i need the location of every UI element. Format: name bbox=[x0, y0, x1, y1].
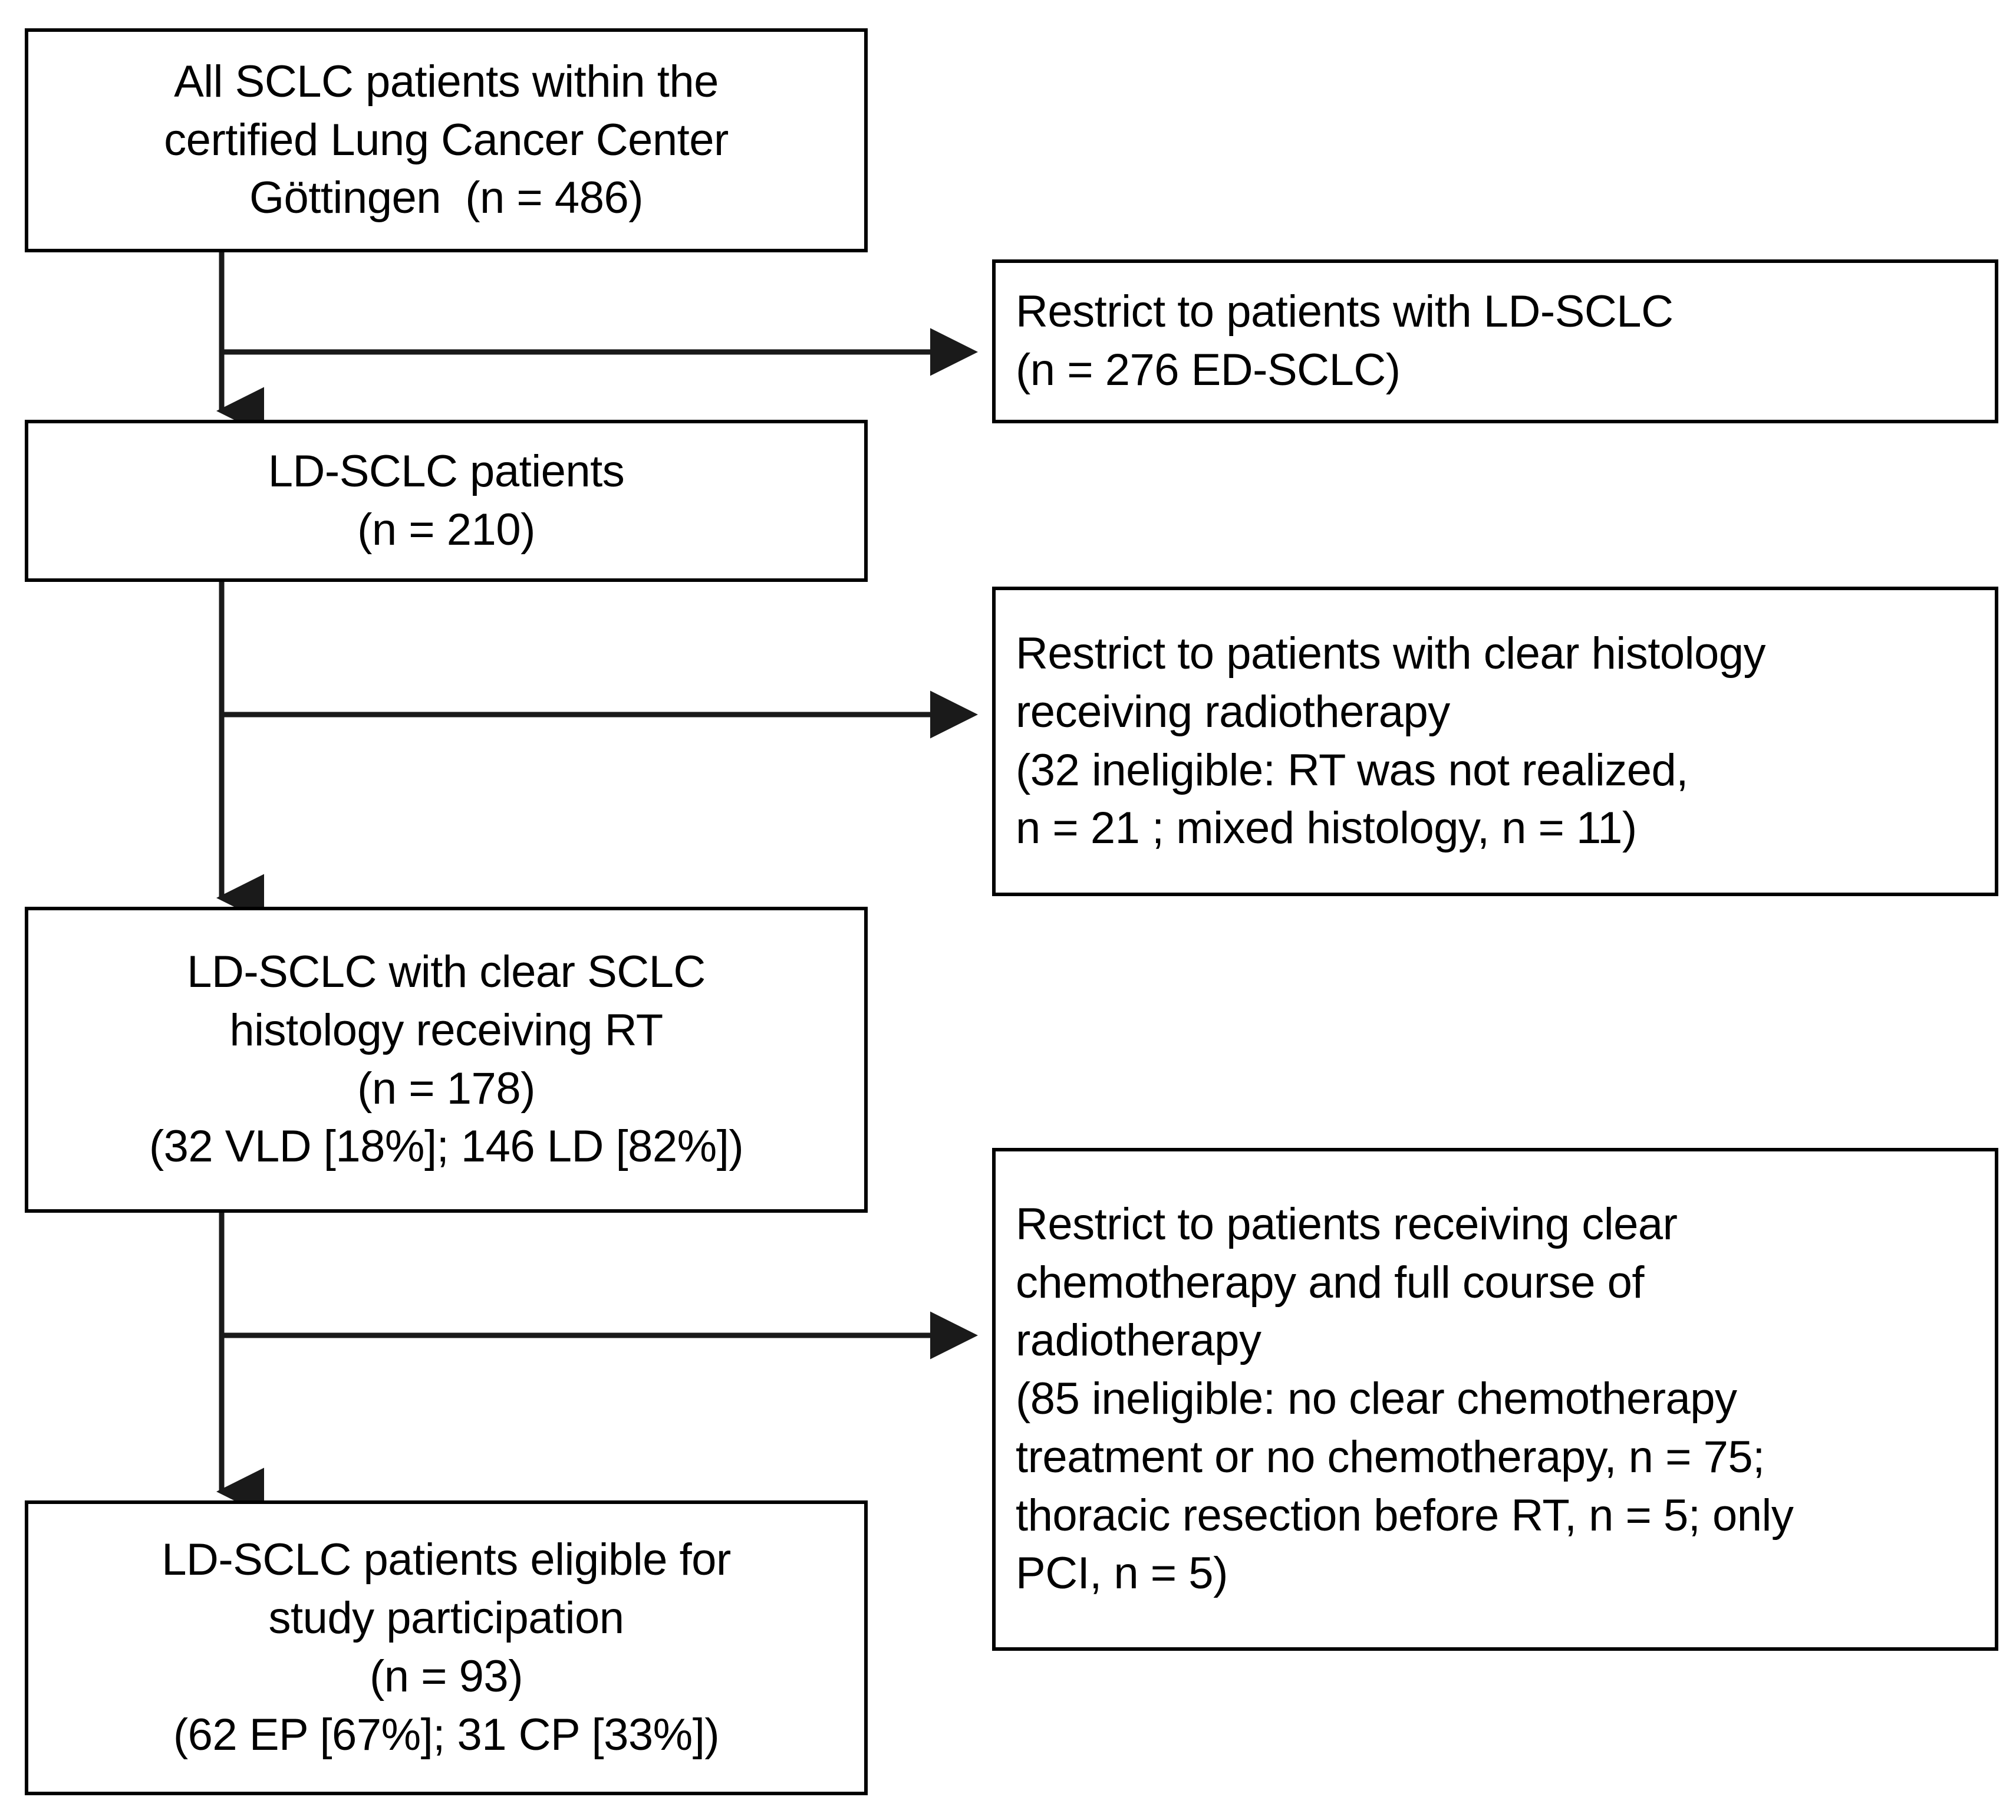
node-line: certified Lung Cancer Center bbox=[164, 114, 729, 165]
exclusion-restrict-clear-histology-radiotherapy: Restrict to patients with clear histolog… bbox=[992, 587, 1998, 896]
exclusion-line: (85 ineligible: no clear chemotherapy bbox=[1016, 1374, 1737, 1424]
exclusion-line: radiotherapy bbox=[1016, 1315, 1261, 1366]
exclusion-line: PCI, n = 5) bbox=[1016, 1548, 1228, 1599]
exclusion-line: thoracic resection before RT, n = 5; onl… bbox=[1016, 1490, 1794, 1541]
node-line: (n = 210) bbox=[357, 504, 535, 555]
exclusion-line: (32 ineligible: RT was not realized, bbox=[1016, 745, 1688, 795]
node-ld-sclc-clear-histology-rt: LD-SCLC with clear SCLC histology receiv… bbox=[25, 907, 868, 1213]
node-line: LD-SCLC patients bbox=[268, 446, 625, 496]
node-line: LD-SCLC patients eligible for bbox=[162, 1535, 731, 1585]
exclusion-line: n = 21 ; mixed histology, n = 11) bbox=[1016, 803, 1637, 854]
exclusion-line: (n = 276 ED-SCLC) bbox=[1016, 345, 1401, 395]
exclusion-restrict-chemo-full-radiotherapy: Restrict to patients receiving clear che… bbox=[992, 1148, 1998, 1651]
node-line: All SCLC patients within the bbox=[174, 56, 719, 107]
node-line: study participation bbox=[268, 1593, 624, 1644]
node-line: (n = 178) bbox=[357, 1063, 535, 1114]
exclusion-line: Restrict to patients receiving clear bbox=[1016, 1199, 1678, 1249]
node-eligible-for-study: LD-SCLC patients eligible for study part… bbox=[25, 1500, 868, 1795]
exclusion-line: Restrict to patients with clear histolog… bbox=[1016, 628, 1766, 679]
node-line: Göttingen (n = 486) bbox=[249, 173, 644, 223]
exclusion-restrict-ld-sclc: Restrict to patients with LD-SCLC (n = 2… bbox=[992, 259, 1998, 423]
exclusion-line: chemotherapy and full course of bbox=[1016, 1257, 1645, 1308]
node-all-sclc-patients: All SCLC patients within the certified L… bbox=[25, 28, 868, 252]
exclusion-line: treatment or no chemotherapy, n = 75; bbox=[1016, 1431, 1765, 1482]
node-line: (n = 93) bbox=[369, 1651, 523, 1701]
node-line: histology receiving RT bbox=[229, 1005, 663, 1055]
node-line: (62 EP [67%]; 31 CP [33%]) bbox=[173, 1709, 720, 1760]
node-line: (32 VLD [18%]; 146 LD [82%]) bbox=[149, 1121, 744, 1172]
exclusion-line: Restrict to patients with LD-SCLC bbox=[1016, 287, 1674, 337]
node-ld-sclc-patients: LD-SCLC patients (n = 210) bbox=[25, 420, 868, 582]
exclusion-line: receiving radiotherapy bbox=[1016, 686, 1450, 737]
node-line: LD-SCLC with clear SCLC bbox=[187, 946, 706, 997]
